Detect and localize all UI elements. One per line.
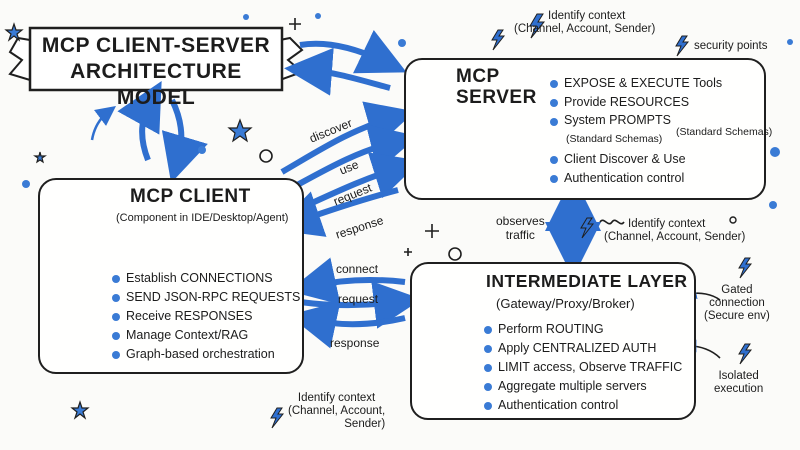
server-item: Provide RESOURCES	[548, 93, 722, 112]
star-icon	[4, 22, 253, 420]
layer-title: INTERMEDIATE LAYER	[486, 271, 688, 291]
layer-box: INTERMEDIATE LAYER (Gateway/Proxy/Broker…	[410, 262, 696, 420]
client-item: Manage Context/RAG	[110, 326, 300, 345]
layer-subtitle: (Gateway/Proxy/Broker)	[496, 296, 635, 311]
client-subtitle: (Component in IDE/Desktop/Agent)	[116, 212, 289, 224]
top-context-note: Identify context (Channel, Account, Send…	[514, 10, 655, 36]
server-box: MCP SERVER EXPOSE & EXECUTE Tools Provid…	[404, 58, 772, 200]
decorations	[22, 13, 793, 261]
client-item: Graph-based orchestration	[110, 345, 300, 364]
flow-label-observes-line-2: traffic	[505, 228, 535, 242]
banner-title: MCP CLIENT-SERVER ARCHITECTURE MODEL	[30, 33, 282, 111]
server-item: EXPOSE & EXECUTE Tools	[548, 74, 722, 93]
layer-client-arrows	[288, 257, 422, 349]
gated-connection-note: Gated connection (Secure env)	[704, 284, 770, 323]
server-item: Authentication control	[548, 169, 686, 188]
security-points-note: security points	[694, 40, 768, 52]
client-item: SEND JSON-RPC REQUESTS	[110, 288, 300, 307]
bottom-context-note: Identify context (Channel, Account, Send…	[288, 392, 385, 431]
layer-item: LIMIT access, Observe TRAFFIC	[482, 358, 682, 377]
server-list-lower: Client Discover & Use Authentication con…	[548, 150, 686, 188]
banner-line-1: MCP CLIENT-SERVER	[41, 34, 271, 57]
top-context-line-1: Identify context	[548, 10, 626, 22]
flow-label-observes: observes traffic	[496, 214, 545, 242]
client-title: MCP CLIENT	[130, 186, 251, 207]
layer-item: Apply CENTRALIZED AUTH	[482, 339, 682, 358]
layer-item: Aggregate multiple servers	[482, 377, 682, 396]
flow-label-response-bottom: response	[330, 336, 380, 350]
server-title-line-2: SERVER	[456, 87, 537, 108]
client-item: Receive RESPONSES	[110, 307, 300, 326]
server-schema-note-1: (Standard Schemas)	[566, 133, 663, 145]
flow-label-observes-line-1: observes	[496, 214, 545, 228]
gated-line-3: (Secure env)	[704, 310, 770, 322]
bolt-icon	[270, 13, 753, 429]
isolated-execution-note: Isolated execution	[714, 370, 763, 396]
client-item: Establish CONNECTIONS	[110, 269, 300, 288]
banner-line-2: ARCHITECTURE MODEL	[70, 60, 242, 109]
server-schema-note-2: (Standard Schemas)	[676, 126, 773, 138]
banner-ribbon	[8, 26, 304, 92]
layer-item: Authentication control	[482, 396, 682, 415]
client-list: Establish CONNECTIONS SEND JSON-RPC REQU…	[110, 269, 300, 364]
client-box: MCP CLIENT (Component in IDE/Desktop/Age…	[38, 178, 304, 374]
isolated-line-2: execution	[714, 383, 764, 395]
server-title: MCP SERVER	[456, 66, 537, 108]
bottom-context-line-3: Sender)	[344, 418, 386, 430]
layer-item: Perform ROUTING	[482, 320, 682, 339]
mid-context-line-1: Identify context	[628, 218, 706, 230]
banner-client-arrows	[90, 81, 208, 183]
layer-list: Perform ROUTING Apply CENTRALIZED AUTH L…	[482, 320, 682, 415]
gated-line-1: Gated	[721, 284, 753, 296]
banner-server-arrows	[284, 29, 407, 96]
mid-context-line-2: (Channel, Account, Sender)	[604, 231, 746, 243]
mid-context-note: Identify context (Channel, Account, Send…	[604, 218, 745, 244]
flow-label-connect: connect	[336, 262, 379, 276]
server-item: Client Discover & Use	[548, 150, 686, 169]
wavy-line	[599, 219, 625, 225]
top-context-line-2: (Channel, Account, Sender)	[514, 23, 656, 35]
bottom-context-line-1: Identify context	[297, 392, 376, 404]
server-list: EXPOSE & EXECUTE Tools Provide RESOURCES…	[548, 74, 722, 128]
gated-line-2: connection	[709, 297, 765, 309]
server-title-line-1: MCP	[456, 66, 500, 87]
bottom-context-line-2: (Channel, Account,	[288, 405, 386, 417]
flow-label-request-bottom: request	[338, 292, 379, 306]
isolated-line-1: Isolated	[718, 370, 759, 382]
server-item: System PROMPTS	[548, 112, 722, 128]
